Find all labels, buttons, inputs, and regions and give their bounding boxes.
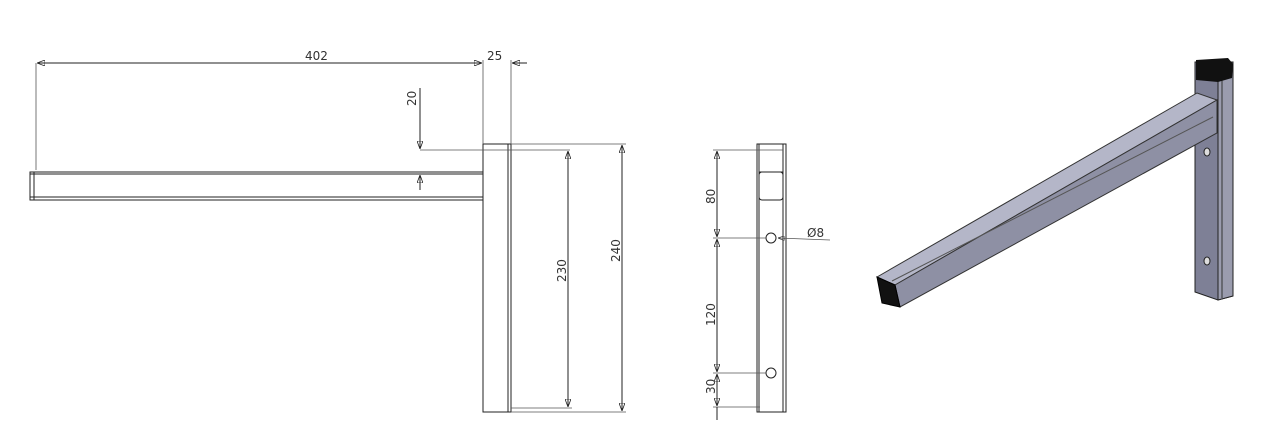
dim-230-label: 230 — [555, 259, 569, 282]
side-view: 80 120 30 Ø8 — [704, 143, 831, 420]
isometric-view — [875, 58, 1234, 308]
dim-diameter-label: Ø8 — [807, 226, 824, 240]
dim-240-label: 240 — [609, 239, 623, 262]
dim-402-label: 402 — [305, 49, 328, 63]
dim-80-label: 80 — [704, 189, 718, 204]
arm-tube — [29, 171, 484, 201]
dim-30-label: 30 — [704, 379, 718, 394]
dimension-20: 20 — [405, 88, 570, 190]
mounting-hole-bottom — [765, 367, 777, 379]
dim-25-label: 25 — [487, 49, 502, 63]
dim-20-label: 20 — [405, 91, 419, 106]
wall-plate — [482, 143, 512, 413]
mounting-hole-top — [765, 232, 777, 244]
front-view: 402 25 20 230 240 — [29, 49, 626, 413]
dim-120-label: 120 — [704, 303, 718, 326]
dimension-402: 402 25 — [35, 49, 527, 170]
dimension-230-240: 230 240 — [511, 143, 626, 413]
